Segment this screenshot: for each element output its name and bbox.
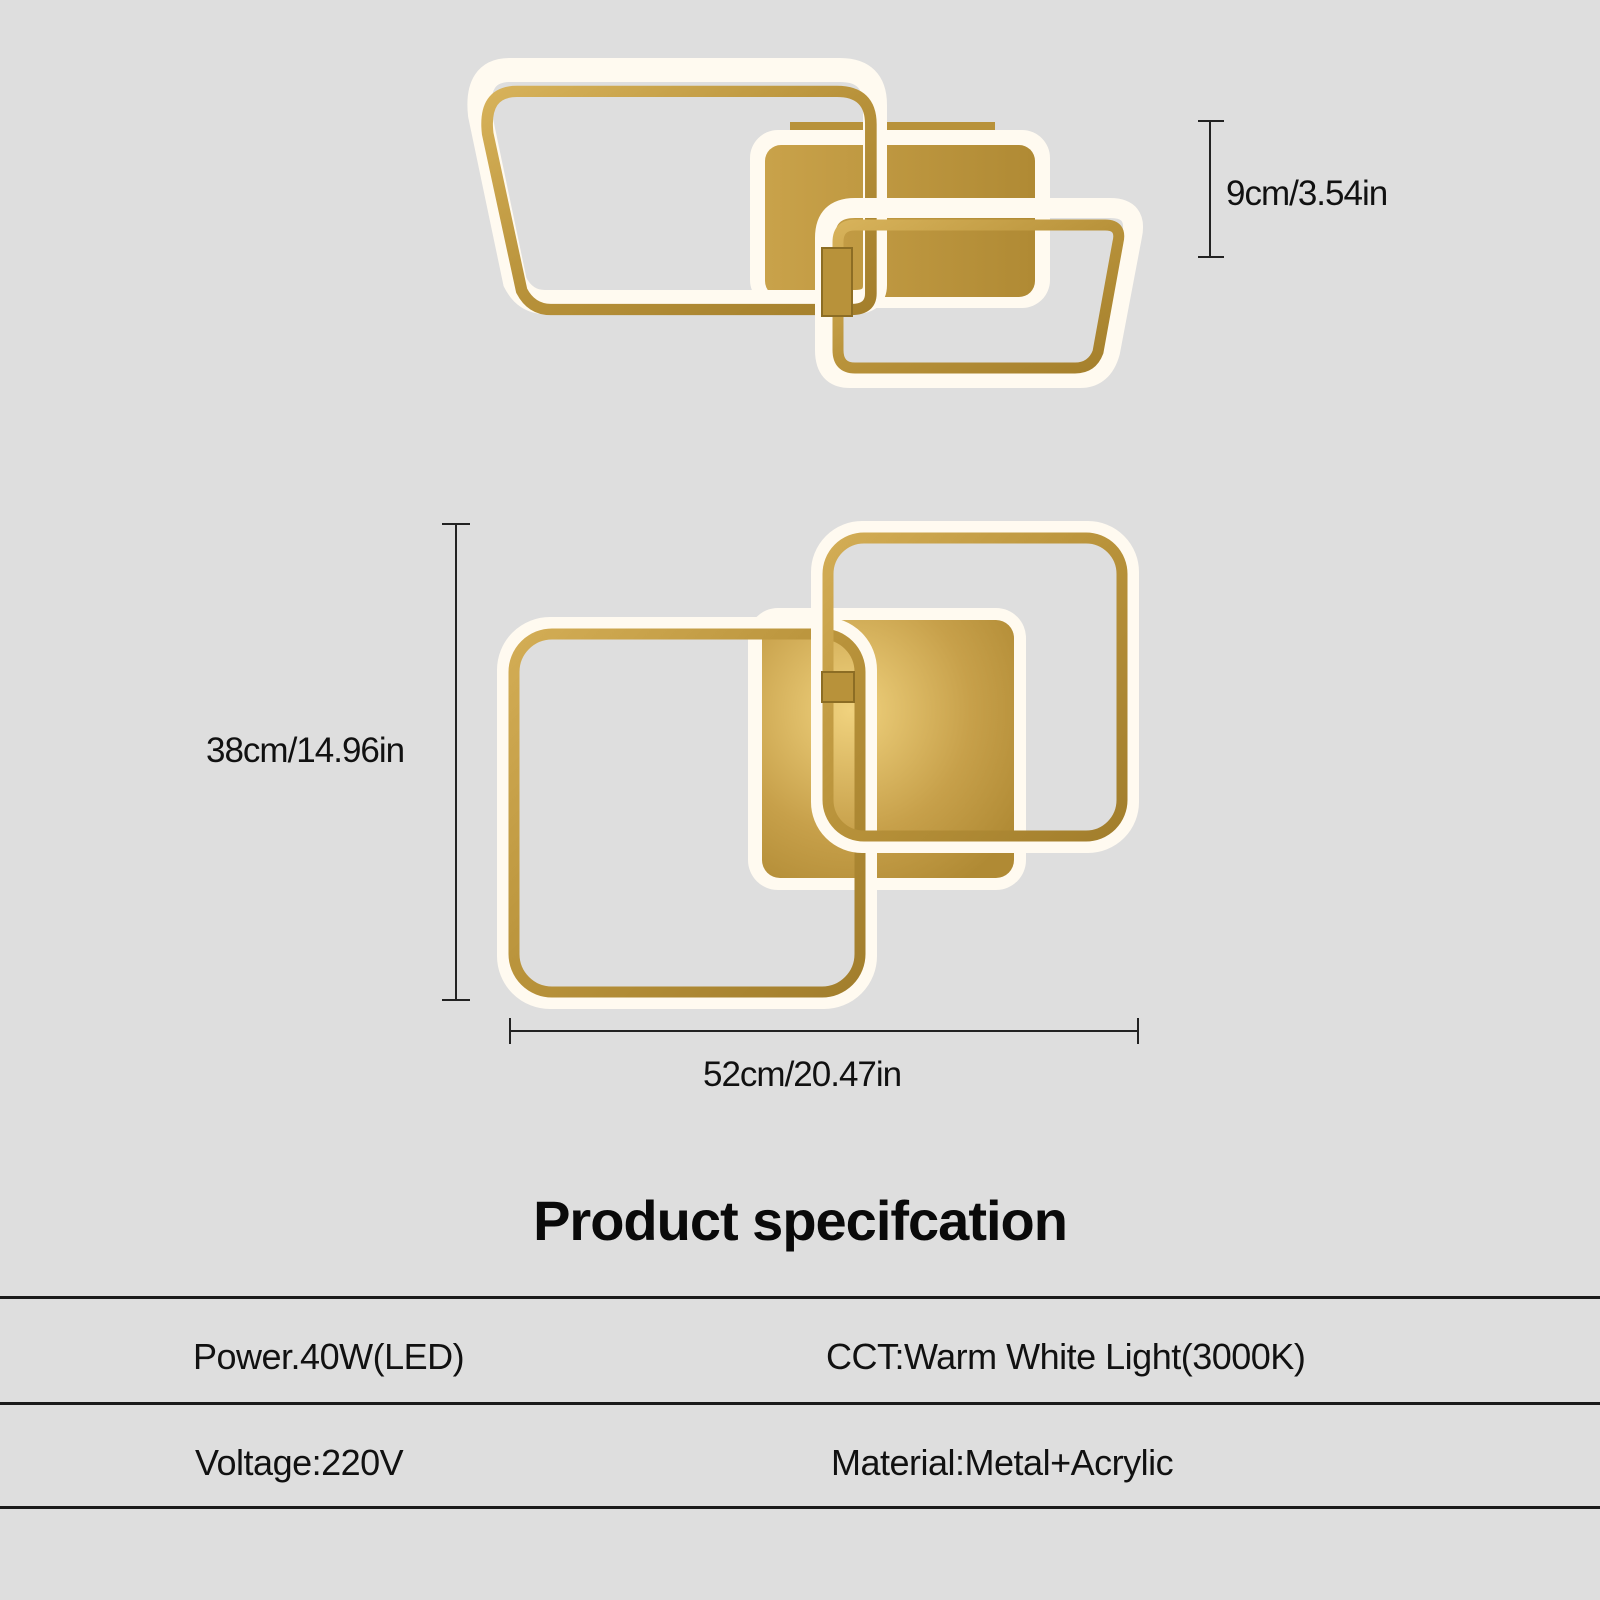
depth-dimension-cap-bottom [442, 999, 470, 1001]
width-dimension-cap-right [1137, 1018, 1139, 1044]
spec-voltage: Voltage:220V [195, 1442, 404, 1483]
spec-divider-top [0, 1296, 1600, 1299]
depth-dimension-line [455, 523, 457, 1001]
height-dimension-label: 9cm/3.54in [1226, 174, 1388, 213]
lamp-side-view-image [467, 58, 1143, 388]
spec-title: Product specifcation [533, 1189, 1068, 1252]
height-dimension-cap-bottom [1198, 256, 1224, 258]
depth-dimension-label: 38cm/14.96in [206, 731, 405, 770]
spec-cct: CCT:Warm White Light(3000K) [826, 1336, 1306, 1377]
spec-divider-bottom [0, 1506, 1600, 1509]
width-dimension-cap-left [509, 1018, 511, 1044]
spec-divider-middle [0, 1402, 1600, 1405]
width-dimension-line [509, 1030, 1139, 1032]
width-dimension-label: 52cm/20.47in [703, 1055, 902, 1094]
lamp-top-view-image [497, 521, 1139, 1009]
height-dimension-cap-top [1198, 120, 1224, 122]
spec-power: Power.40W(LED) [193, 1336, 465, 1377]
spec-material: Material:Metal+Acrylic [831, 1442, 1174, 1483]
depth-dimension-cap-top [442, 523, 470, 525]
height-dimension-line [1209, 120, 1211, 258]
